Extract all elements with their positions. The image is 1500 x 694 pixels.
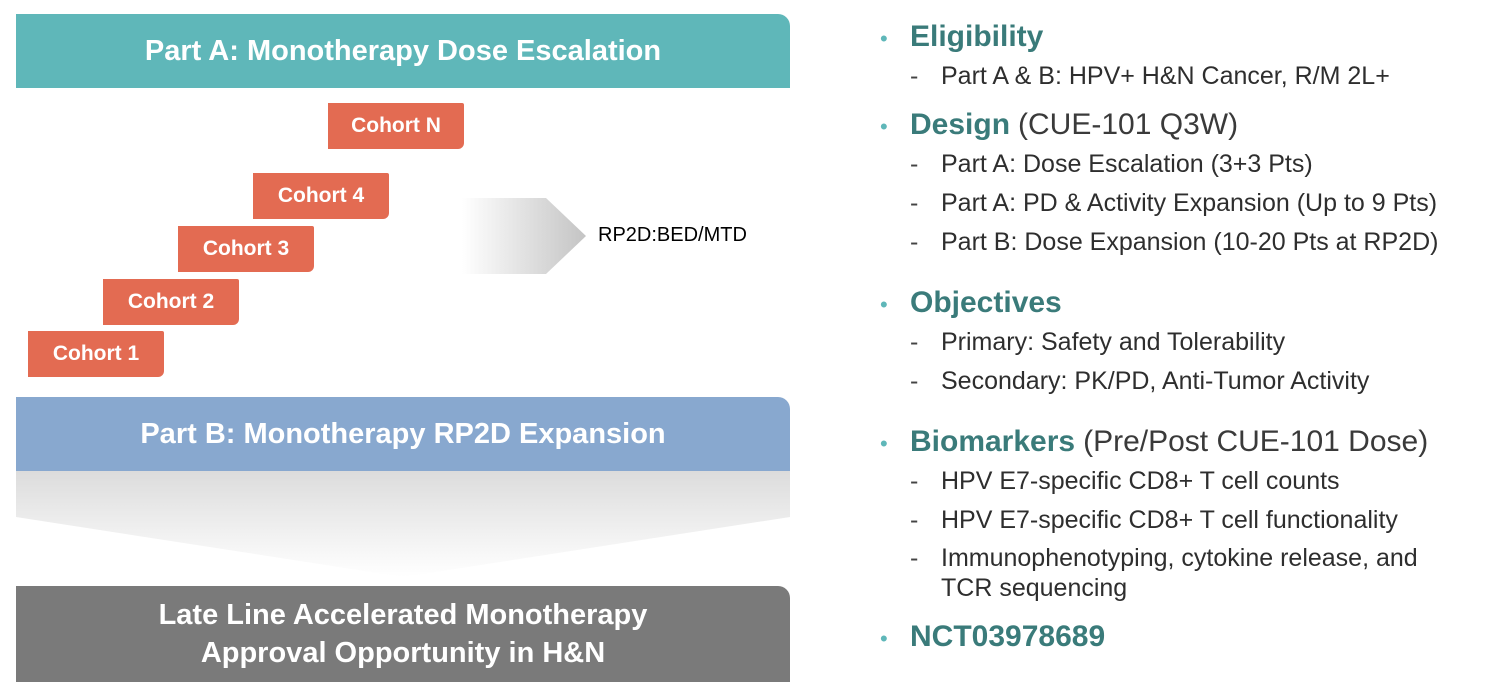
section-title: Eligibility <box>910 20 1044 53</box>
section-title: NCT03978689 <box>910 620 1106 653</box>
bullet-icon: • <box>880 626 888 651</box>
list-item-text: Immunophenotyping, cytokine release, and <box>941 544 1418 572</box>
rp2d-label: RP2D:BED/MTD <box>598 224 747 246</box>
list-item-text: HPV E7-specific CD8+ T cell counts <box>941 467 1340 495</box>
list-item-text: Part A: PD & Activity Expansion (Up to 9… <box>941 189 1438 217</box>
list-item: - Part A: Dose Escalation (3+3 Pts) <box>910 150 1313 179</box>
dash-icon: - <box>910 367 919 395</box>
bullet-icon: • <box>880 292 888 317</box>
part-a-title: Part A: Monotherapy Dose Escalation <box>144 34 662 67</box>
list-item: - Part A: PD & Activity Expansion (Up to… <box>910 189 1437 218</box>
list-item-text: Part B: Dose Expansion (10-20 Pts at RP2… <box>941 228 1439 256</box>
dash-icon: - <box>910 328 919 356</box>
cohort-1-label: Cohort 1 <box>52 342 140 365</box>
cohort-2-label: Cohort 2 <box>127 290 215 313</box>
dash-icon: - <box>910 150 919 178</box>
outcome-line-2: Approval Opportunity in H&N <box>200 637 606 669</box>
list-item: - Primary: Safety and Tolerability <box>910 328 1285 357</box>
list-item-text: Primary: Safety and Tolerability <box>941 328 1286 356</box>
list-item-text: Part A & B: HPV+ H&N Cancer, R/M 2L+ <box>941 62 1390 90</box>
bullet-icon: • <box>880 114 888 139</box>
arrow-right-icon <box>462 198 586 274</box>
part-b-banner: Part B: Monotherapy RP2D Expansion <box>16 397 790 471</box>
bullet-icon: • <box>880 26 888 51</box>
list-item: - Part B: Dose Expansion (10-20 Pts at R… <box>910 228 1438 257</box>
section-title: Biomarkers <box>910 425 1076 458</box>
cohort-1-box: Cohort 1 <box>28 331 164 377</box>
list-item: - HPV E7-specific CD8+ T cell counts <box>910 467 1340 496</box>
cohort-4-label: Cohort 4 <box>277 184 365 207</box>
dash-icon: - <box>910 228 919 256</box>
list-item-text: HPV E7-specific CD8+ T cell functionalit… <box>941 506 1398 534</box>
section-nct-id: • NCT03978689 <box>880 620 1105 654</box>
down-chevron-icon <box>16 471 790 577</box>
dash-icon: - <box>910 544 919 572</box>
list-item: - HPV E7-specific CD8+ T cell functional… <box>910 506 1398 535</box>
list-item-continuation: TCR sequencing <box>941 574 1128 602</box>
section-suffix: (Pre/Post CUE-101 Dose) <box>1083 425 1429 458</box>
bullet-icon: • <box>880 431 888 456</box>
list-item: - Part A & B: HPV+ H&N Cancer, R/M 2L+ <box>910 62 1390 91</box>
section-suffix: (CUE-101 Q3W) <box>1018 108 1239 141</box>
section-objectives: • Objectives <box>880 286 1062 320</box>
section-design: • Design (CUE-101 Q3W) <box>880 108 1238 142</box>
cohort-n-box: Cohort N <box>328 103 464 149</box>
list-item-text: Part A: Dose Escalation (3+3 Pts) <box>941 150 1313 178</box>
list-item-text: Secondary: PK/PD, Anti-Tumor Activity <box>941 367 1370 395</box>
dash-icon: - <box>910 506 919 534</box>
outcome-line-1: Late Line Accelerated Monotherapy <box>158 599 648 631</box>
section-title: Design <box>910 108 1011 141</box>
list-item: - Immunophenotyping, cytokine release, a… <box>910 544 1418 573</box>
cohort-3-label: Cohort 3 <box>202 237 290 260</box>
list-item: - Secondary: PK/PD, Anti-Tumor Activity <box>910 367 1369 396</box>
cohort-n-label: Cohort N <box>351 114 441 137</box>
dash-icon: - <box>910 189 919 217</box>
cohort-4-box: Cohort 4 <box>253 173 389 219</box>
section-title: Objectives <box>910 286 1062 319</box>
cohort-2-box: Cohort 2 <box>103 279 239 325</box>
part-a-banner: Part A: Monotherapy Dose Escalation <box>16 14 790 88</box>
section-eligibility: • Eligibility <box>880 20 1043 54</box>
dash-icon: - <box>910 62 919 90</box>
dash-icon: - <box>910 467 919 495</box>
outcome-banner: Late Line Accelerated Monotherapy Approv… <box>16 586 790 682</box>
section-biomarkers: • Biomarkers (Pre/Post CUE-101 Dose) <box>880 425 1428 459</box>
cohort-3-box: Cohort 3 <box>178 226 314 272</box>
part-b-title: Part B: Monotherapy RP2D Expansion <box>140 417 666 450</box>
